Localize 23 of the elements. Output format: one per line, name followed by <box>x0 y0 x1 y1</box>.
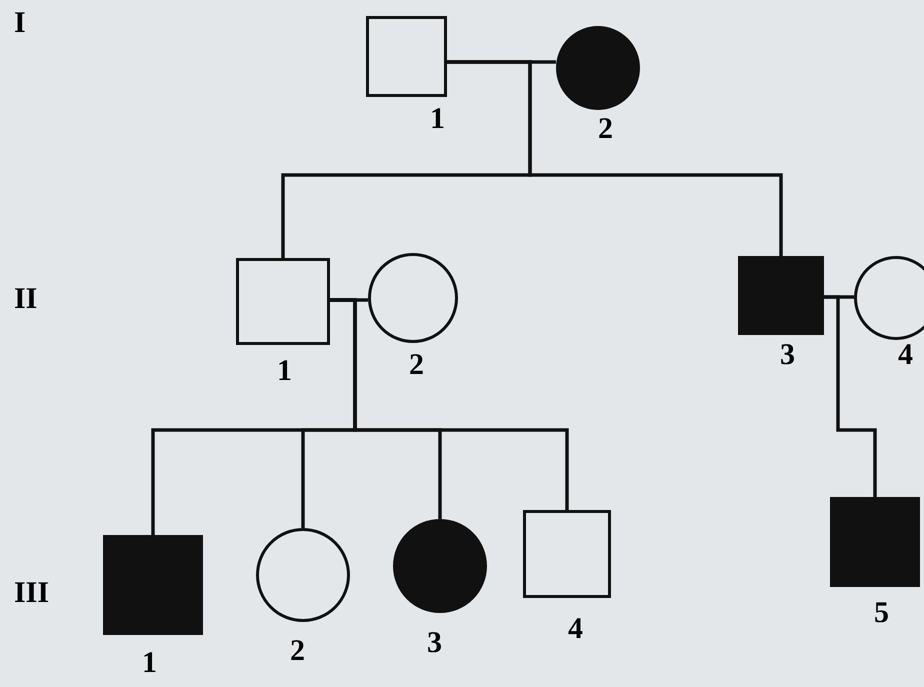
individual-number: 3 <box>427 628 442 658</box>
affected-male-square <box>738 256 824 335</box>
generation-label: III <box>14 578 50 608</box>
affected-male-square <box>103 535 203 635</box>
individual-number: 1 <box>142 648 157 678</box>
male-square <box>236 258 330 345</box>
individual-number: 4 <box>568 614 583 644</box>
individual-number: 2 <box>409 350 424 380</box>
individual-number: 2 <box>598 114 613 144</box>
generation-label: II <box>14 284 38 314</box>
male-square <box>366 16 447 97</box>
descent-line <box>824 295 877 497</box>
individual-number: 5 <box>874 598 889 628</box>
individual-number: 3 <box>780 340 795 370</box>
individual-number: 4 <box>898 340 913 370</box>
descent-line <box>447 60 783 256</box>
affected-male-square <box>830 497 920 587</box>
male-square <box>523 510 611 598</box>
descent-line <box>330 298 569 510</box>
individual-number: 2 <box>290 636 305 666</box>
individual-number: 1 <box>430 104 445 134</box>
individual-number: 1 <box>277 356 292 386</box>
generation-label: I <box>14 8 26 38</box>
